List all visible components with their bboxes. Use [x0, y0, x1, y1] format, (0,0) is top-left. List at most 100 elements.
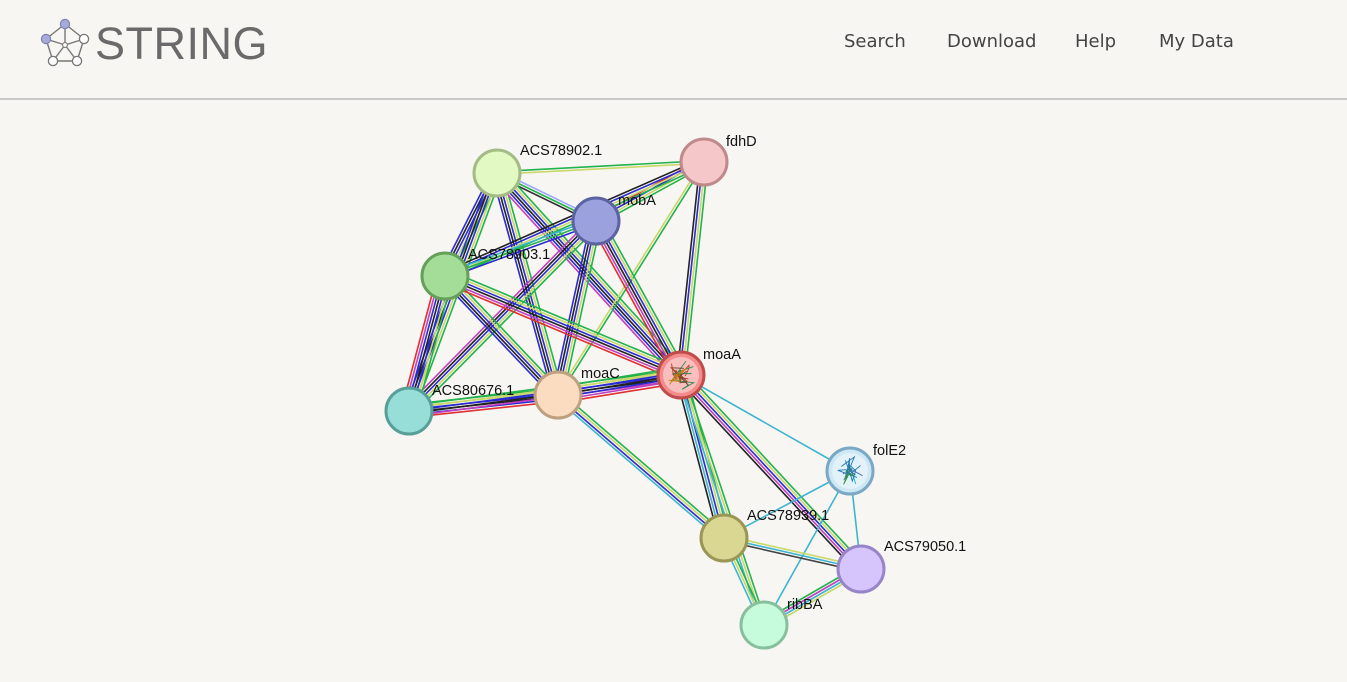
nav-search[interactable]: Search	[844, 31, 906, 52]
edge-evidence-line	[491, 174, 554, 397]
site-header: STRING Search Download Help My Data	[0, 0, 1347, 100]
node-circle	[836, 544, 886, 594]
edge-evidence-line	[596, 219, 683, 375]
edge-evidence-line	[554, 220, 595, 395]
edge-evidence-line	[445, 222, 598, 280]
edge-evidence-line	[444, 220, 597, 277]
node-label: ACS78902.1	[520, 143, 602, 159]
edge-evidence-line	[562, 221, 602, 397]
edge-evidence-line	[684, 162, 709, 376]
edge-evidence-line	[556, 160, 704, 395]
edge-evidence-line	[560, 391, 728, 536]
node-acs78939-1[interactable]: ACS78939.1	[699, 508, 829, 563]
edge-evidence-line	[598, 218, 686, 374]
node-circle	[533, 370, 583, 420]
edge-evidence-line	[445, 274, 682, 375]
edge-evidence-line	[676, 161, 701, 375]
node-label: moaC	[581, 366, 620, 382]
node-label: ACS78939.1	[747, 508, 829, 524]
edge-evidence-line	[558, 393, 726, 538]
node-circle	[420, 251, 470, 301]
nav-help[interactable]: Help	[1075, 31, 1117, 52]
edge-evidence-line	[682, 372, 864, 568]
nav-my-data[interactable]: My Data	[1159, 31, 1234, 52]
node-moaa[interactable]: moaA	[656, 347, 741, 400]
node-fole2[interactable]: folE2	[825, 443, 906, 496]
protein-structure-icon	[832, 453, 868, 489]
edge-evidence-line	[446, 271, 683, 373]
edge-evidence-line	[591, 222, 679, 378]
edge-evidence-line	[680, 374, 725, 539]
edge-evidence-line	[552, 219, 592, 395]
protein-structure-icon	[663, 357, 699, 393]
edge-acs78902-1-fdhd[interactable]	[496, 159, 705, 176]
edge-evidence-line	[442, 281, 679, 382]
node-label: folE2	[873, 443, 906, 459]
edge-evidence-line	[682, 373, 768, 625]
edge-moac-acs78939-1[interactable]	[554, 391, 728, 542]
edge-moba-moaa[interactable]	[589, 217, 688, 379]
node-acs80676-1[interactable]: ACS80676.1	[384, 383, 514, 436]
node-acs78903-1[interactable]: ACS78903.1	[420, 247, 550, 301]
edge-evidence-line	[409, 400, 559, 419]
edge-moaa-fole2[interactable]	[680, 374, 851, 472]
edge-evidence-line	[440, 279, 555, 400]
edge-evidence-line	[677, 375, 723, 539]
node-label: moaA	[703, 347, 741, 363]
edge-acs78903-1-moaa[interactable]	[442, 269, 684, 382]
edge-evidence-line	[557, 220, 597, 396]
edge-evidence-line	[446, 273, 561, 394]
edge-evidence-line	[444, 275, 559, 396]
node-ribba[interactable]: ribBA	[739, 597, 823, 650]
edge-evidence-line	[554, 397, 722, 542]
edge-evidence-line	[443, 217, 596, 275]
node-moba[interactable]: mobA	[571, 193, 656, 246]
edge-evidence-line	[443, 278, 680, 380]
node-circle	[699, 513, 749, 563]
edge-evidence-line	[410, 222, 599, 414]
edge-evidence-line	[406, 218, 595, 410]
edge-evidence-line	[448, 271, 563, 392]
edge-evidence-line	[681, 162, 707, 376]
node-fdhd[interactable]: fdhD	[679, 134, 757, 187]
edge-evidence-line	[676, 377, 858, 574]
edge-fdhd-moaa[interactable]	[676, 161, 709, 376]
nav-download[interactable]: Download	[947, 31, 1037, 52]
edge-evidence-line	[680, 374, 862, 570]
node-circle	[739, 600, 789, 650]
edge-evidence-line	[600, 217, 688, 373]
edge-moba-acs80676-1[interactable]	[404, 216, 601, 416]
edge-moaa-acs79050-1[interactable]	[676, 370, 866, 574]
edge-evidence-line	[415, 277, 454, 414]
edge-moba-moac[interactable]	[552, 219, 602, 397]
edge-evidence-line	[404, 216, 593, 408]
edge-evidence-line	[684, 370, 866, 567]
node-circle	[679, 137, 729, 187]
edge-evidence-line	[675, 376, 720, 540]
node-acs78902-1[interactable]: ACS78902.1	[472, 143, 602, 198]
node-label: ACS80676.1	[432, 383, 514, 399]
node-moac[interactable]: moaC	[533, 366, 620, 420]
edge-evidence-line	[680, 374, 851, 472]
node-circle	[472, 148, 522, 198]
edge-evidence-line	[556, 395, 724, 540]
edge-evidence-line	[594, 221, 681, 377]
edge-evidence-line	[678, 161, 704, 375]
edge-evidence-line	[559, 221, 600, 396]
string-logo[interactable]: STRING	[38, 18, 268, 70]
node-label: ACS79050.1	[884, 539, 966, 555]
edge-fole2-ribba[interactable]	[763, 470, 851, 626]
node-label: ribBA	[787, 597, 823, 613]
edge-evidence-line	[763, 470, 851, 626]
network-logo-icon	[40, 18, 90, 67]
node-circle	[384, 386, 434, 436]
edge-evidence-line	[680, 374, 765, 626]
edge-evidence-line	[447, 269, 684, 370]
edge-moba-acs78903-1[interactable]	[443, 217, 598, 280]
edge-evidence-line	[497, 162, 705, 176]
node-label: fdhD	[726, 134, 757, 150]
node-circle	[571, 196, 621, 246]
edge-evidence-line	[442, 277, 557, 398]
node-acs79050-1[interactable]: ACS79050.1	[836, 539, 966, 594]
